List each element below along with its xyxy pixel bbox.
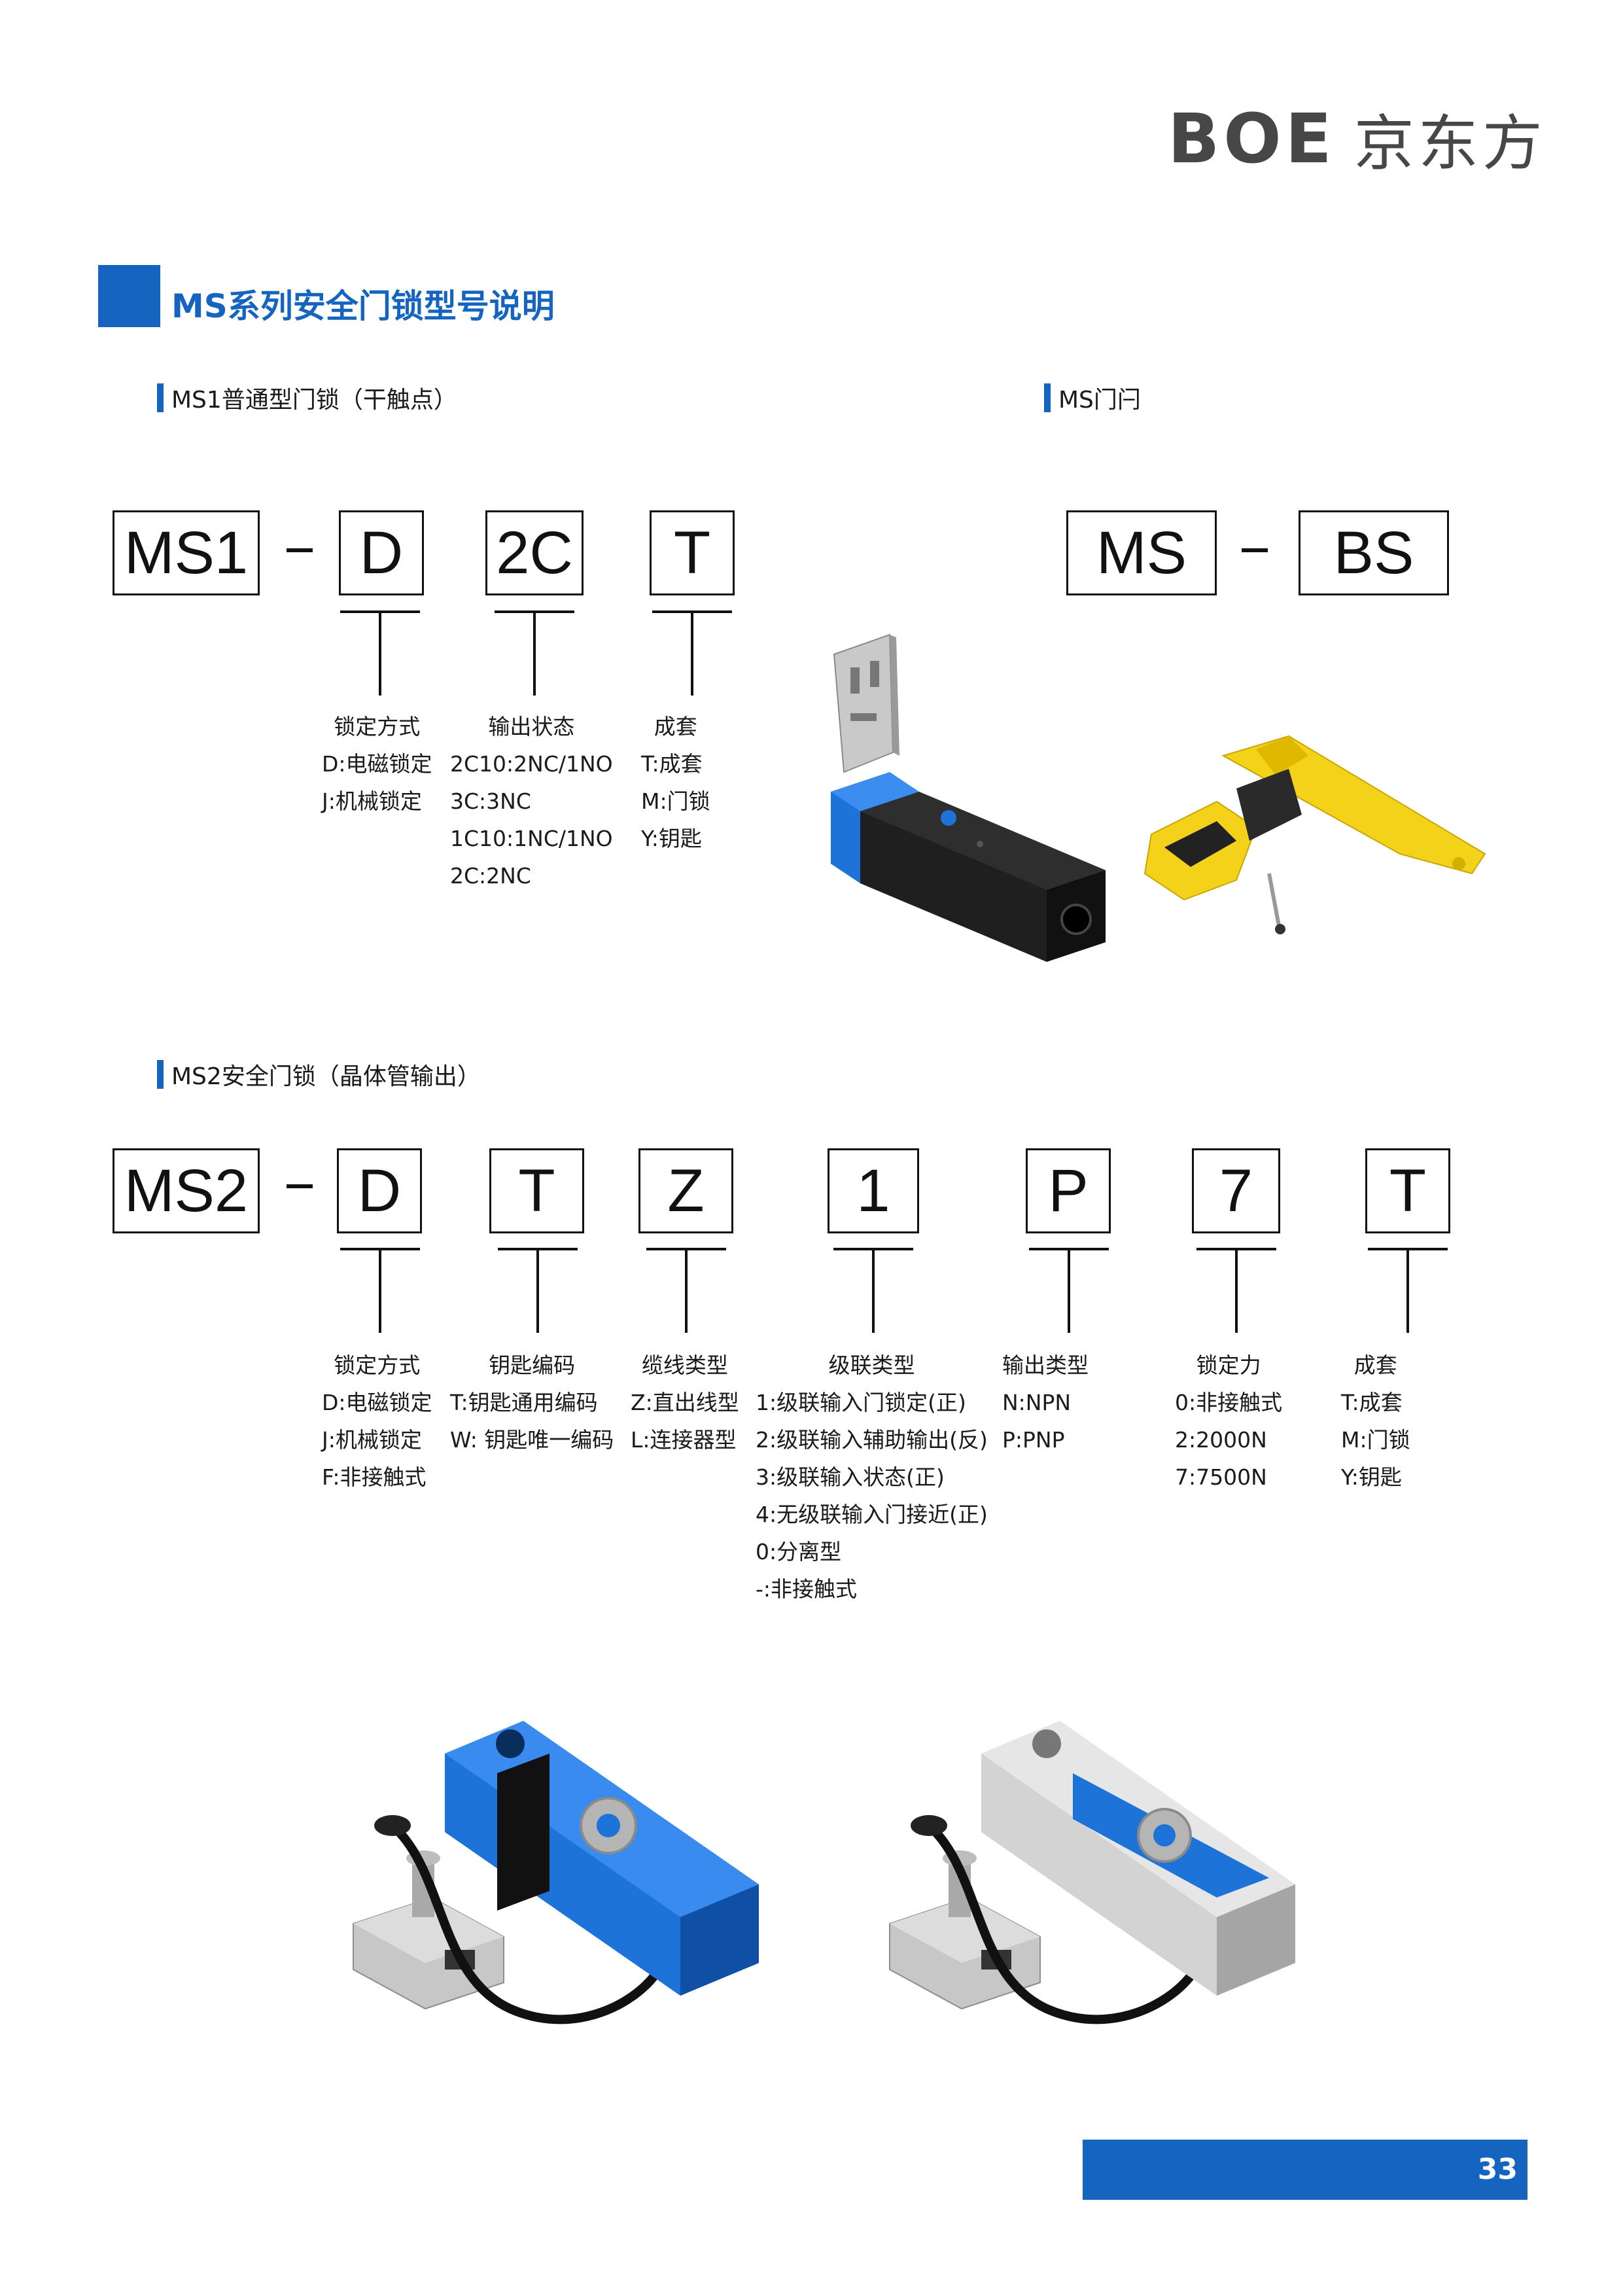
ms-bolt-dash: [1242, 548, 1268, 552]
logo-text-cn: 京东方: [1353, 109, 1546, 179]
ms2-subtitle: MS2安全门锁（晶体管输出）: [157, 1057, 481, 1091]
ms2-group-force: 锁定力 0:非接触式 2:2000N 7:7500N: [1175, 1352, 1283, 1490]
ms-bolt-product-image: [1143, 735, 1486, 934]
ms2-group-output: 输出类型 N:NPN P:PNP: [1002, 1352, 1089, 1453]
ms1-code-output: 2C: [485, 510, 584, 595]
ms2-dash: [287, 1184, 313, 1188]
ms1-code-series: MS1: [113, 510, 260, 595]
ms-bolt-subtitle: MS门闩: [1044, 381, 1141, 415]
ms-bolt-code-series: MS: [1066, 510, 1217, 595]
ms2-code-set: T: [1365, 1148, 1450, 1233]
ms2-product-image-steel: [889, 1721, 1295, 2024]
page-number: 33: [1477, 2153, 1518, 2186]
ms1-code-lock: D: [339, 510, 424, 595]
logo-text-en: BOE: [1168, 98, 1336, 179]
ms1-group-set: 成套 T:成套 M:门锁 Y:钥匙: [641, 714, 710, 851]
section-marker: [98, 265, 160, 327]
ms2-code-lock: D: [337, 1148, 422, 1233]
footer-bar: [1083, 2140, 1527, 2200]
ms2-code-cable: Z: [638, 1148, 733, 1233]
ms2-group-key: 钥匙编码 T:钥匙通用编码 W: 钥匙唯一编码: [450, 1352, 614, 1453]
ms-bolt-code-type: BS: [1299, 510, 1449, 595]
ms2-code-output: P: [1026, 1148, 1111, 1233]
ms1-subtitle: MS1普通型门锁（干触点）: [157, 381, 457, 415]
ms1-group-output: 输出状态 2C10:2NC/1NO 3C:3NC 1C10:1NC/1NO 2C…: [450, 714, 613, 889]
brand-logo: BOE 京东方: [1168, 95, 1546, 182]
ms1-group-lock: 锁定方式 D:电磁锁定 J:机械锁定: [322, 714, 432, 814]
ms2-product-image-black: [353, 1721, 759, 2024]
ms2-code-force: 7: [1192, 1148, 1280, 1233]
ms1-dash: [287, 548, 313, 552]
ms2-group-set: 成套 T:成套 M:门锁 Y:钥匙: [1341, 1352, 1410, 1490]
ms2-code-key: T: [489, 1148, 584, 1233]
ms2-group-lock: 锁定方式 D:电磁锁定 J:机械锁定 F:非接触式: [322, 1352, 432, 1490]
ms2-code-series: MS2: [113, 1148, 260, 1233]
ms2-group-cascade: 级联类型 1:级联输入门锁定(正) 2:级联输入辅助输出(反) 3:级联输入状态…: [756, 1352, 988, 1602]
ms2-group-cable: 缆线类型 Z:直出线型 L:连接器型: [631, 1352, 739, 1453]
ms2-code-cascade: 1: [828, 1148, 919, 1233]
ms1-product-image: [831, 633, 1106, 962]
section-title: MS系列安全门锁型号说明: [171, 287, 555, 325]
ms1-code-set: T: [650, 510, 735, 595]
